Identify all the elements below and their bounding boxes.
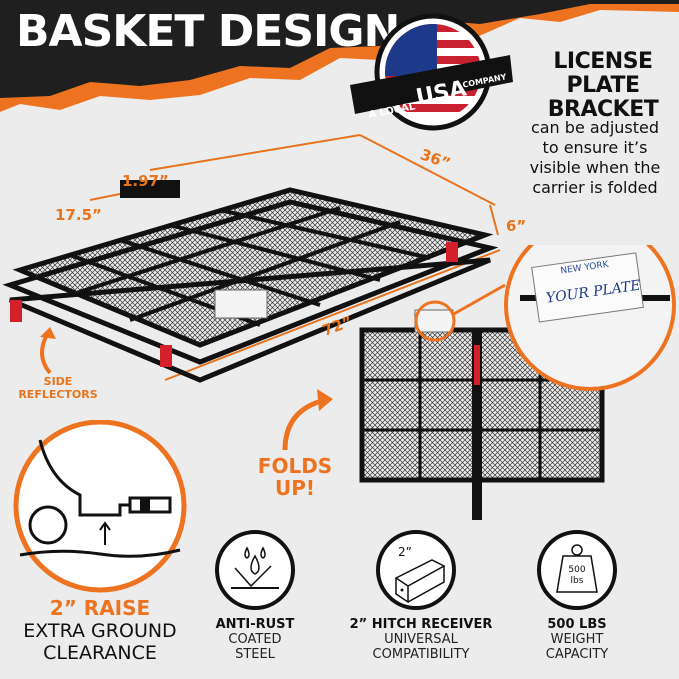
usa-company-badge: A LOCAL USA COMPANY	[350, 13, 513, 131]
subtitle-line: STEEL	[235, 647, 275, 662]
heading-line: LICENSE	[553, 49, 653, 74]
water-drops-icon	[215, 530, 295, 610]
page-title: BASKET DESIGN	[16, 6, 400, 57]
label-line: UP!	[274, 476, 316, 500]
subtitle-line: WEIGHT	[550, 632, 604, 647]
subtitle-line: CAPACITY	[545, 647, 609, 662]
svg-text:2”: 2”	[398, 545, 412, 559]
description-line: carrier is folded	[532, 178, 658, 197]
feature-weight-capacity: 500 LBS WEIGHT CAPACITY	[497, 617, 657, 662]
arrow-icon	[40, 327, 56, 375]
license-plate	[214, 289, 268, 319]
feature-subtitle: EXTRA GROUND CLEARANCE	[0, 620, 200, 664]
label-line: SIDE	[43, 375, 73, 388]
car-hitch-raise-icon	[13, 420, 187, 593]
folds-up-label: FOLDS UP!	[255, 455, 335, 499]
feature-title: 500 LBS	[547, 617, 607, 632]
cargo-basket-illustration	[2, 133, 501, 383]
subtitle-line: UNIVERSAL	[384, 632, 458, 647]
description-line: can be adjusted	[530, 118, 660, 137]
license-plate-heading: LICENSE PLATE BRACKET	[528, 50, 678, 122]
subtitle-line: CLEARANCE	[43, 642, 157, 664]
svg-text:500: 500	[568, 565, 585, 575]
dimension-depth: 17.5”	[55, 206, 102, 224]
weight-icon: 500 lbs	[537, 530, 617, 610]
dimension-height: 6”	[506, 217, 527, 235]
label-line: FOLDS	[257, 454, 333, 478]
feature-title: 2” RAISE	[49, 596, 151, 620]
subtitle-line: EXTRA GROUND	[23, 620, 177, 642]
description-line: to ensure it’s	[542, 138, 648, 157]
label-line: REFLECTORS	[18, 388, 98, 401]
feature-title: 2” HITCH RECEIVER	[349, 617, 493, 632]
svg-text:lbs: lbs	[571, 576, 584, 586]
feature-anti-rust: ANTI-RUST COATED STEEL	[175, 617, 335, 662]
subtitle-line: COATED	[228, 632, 282, 647]
feature-title: ANTI-RUST	[215, 617, 295, 632]
side-reflectors-label: SIDE REFLECTORS	[8, 375, 108, 401]
folded-basket-illustration: NEW YORK YOUR PLATE	[359, 245, 676, 520]
heading-line: BRACKET	[547, 97, 659, 122]
subtitle-line: COMPATIBILITY	[372, 647, 470, 662]
license-plate-description: can be adjusted to ensure it’s visible w…	[505, 118, 679, 198]
heading-line: PLATE	[566, 73, 641, 98]
folds-arrow-icon	[282, 389, 333, 451]
feature-hitch-receiver: 2” HITCH RECEIVER UNIVERSAL COMPATIBILIT…	[336, 617, 506, 662]
description-line: visible when the	[529, 158, 661, 177]
hitch-tube-icon: 2”	[376, 530, 456, 610]
dimension-hitch: 1.97”	[122, 172, 169, 190]
